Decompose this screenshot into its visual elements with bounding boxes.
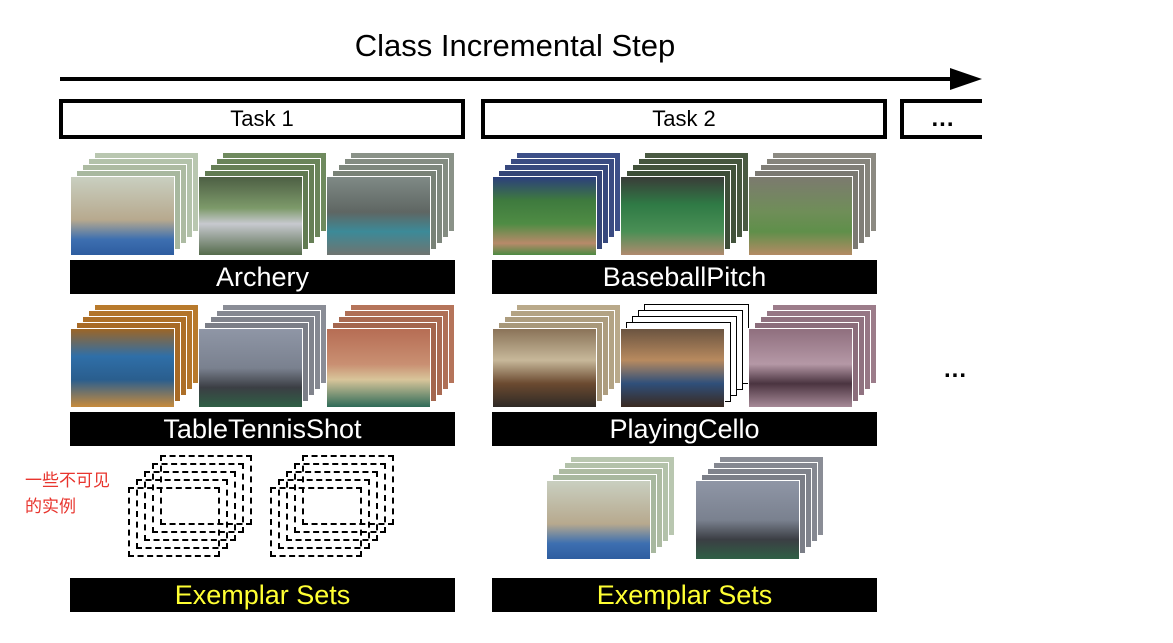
class-label-baseballpitch: BaseballPitch <box>492 260 877 294</box>
baseball-video-stack-1 <box>492 152 621 256</box>
task-more-ellipsis: ... <box>931 105 955 132</box>
diagram-title: Class Incremental Step <box>354 28 676 63</box>
cello-video-stack-1 <box>492 304 621 408</box>
cello-video-stack-3 <box>748 304 877 408</box>
note-line-1: 一些不可见 <box>25 471 110 490</box>
class-name-playingcello: PlayingCello <box>609 413 760 444</box>
exemplar-sets-label-task1: Exemplar Sets <box>70 578 455 612</box>
tabletennis-video-stack-3 <box>326 304 455 408</box>
exemplar-sets-label-task2: Exemplar Sets <box>492 578 877 612</box>
task-more-box: ... <box>900 99 982 139</box>
task-2-box: Task 2 <box>481 99 887 139</box>
exemplar-sets-text-task1: Exemplar Sets <box>174 579 351 610</box>
timeline-arrow-line <box>60 77 955 81</box>
baseball-video-stack-3 <box>748 152 877 256</box>
unseen-placeholder-stack-1 <box>128 455 258 565</box>
cello-video-stack-2 <box>620 304 749 408</box>
archery-video-stack-3 <box>326 152 455 256</box>
class-label-playingcello: PlayingCello <box>492 412 877 446</box>
task-1-label: Task 1 <box>230 106 294 131</box>
tabletennis-video-stack-1 <box>70 304 199 408</box>
unseen-instances-note: 一些不可见 的实例 <box>25 468 110 520</box>
class-label-archery: Archery <box>70 260 455 294</box>
more-classes-ellipsis: ... <box>944 356 968 383</box>
class-name-archery: Archery <box>215 261 310 292</box>
exemplar-archery-stack <box>546 456 675 560</box>
class-name-baseballpitch: BaseballPitch <box>602 261 767 292</box>
task-2-label: Task 2 <box>652 106 716 131</box>
exemplar-sets-text-task2: Exemplar Sets <box>596 579 773 610</box>
archery-video-stack-2 <box>198 152 327 256</box>
task-1-box: Task 1 <box>59 99 465 139</box>
tabletennis-video-stack-2 <box>198 304 327 408</box>
note-line-2: 的实例 <box>25 497 76 516</box>
class-name-tabletennisshot: TableTennisShot <box>163 413 362 444</box>
class-label-tabletennisshot: TableTennisShot <box>70 412 455 446</box>
exemplar-tabletennis-stack <box>695 456 824 560</box>
arrow-right-icon <box>950 68 982 90</box>
archery-video-stack-1 <box>70 152 199 256</box>
unseen-placeholder-stack-2 <box>270 455 400 565</box>
baseball-video-stack-2 <box>620 152 749 256</box>
